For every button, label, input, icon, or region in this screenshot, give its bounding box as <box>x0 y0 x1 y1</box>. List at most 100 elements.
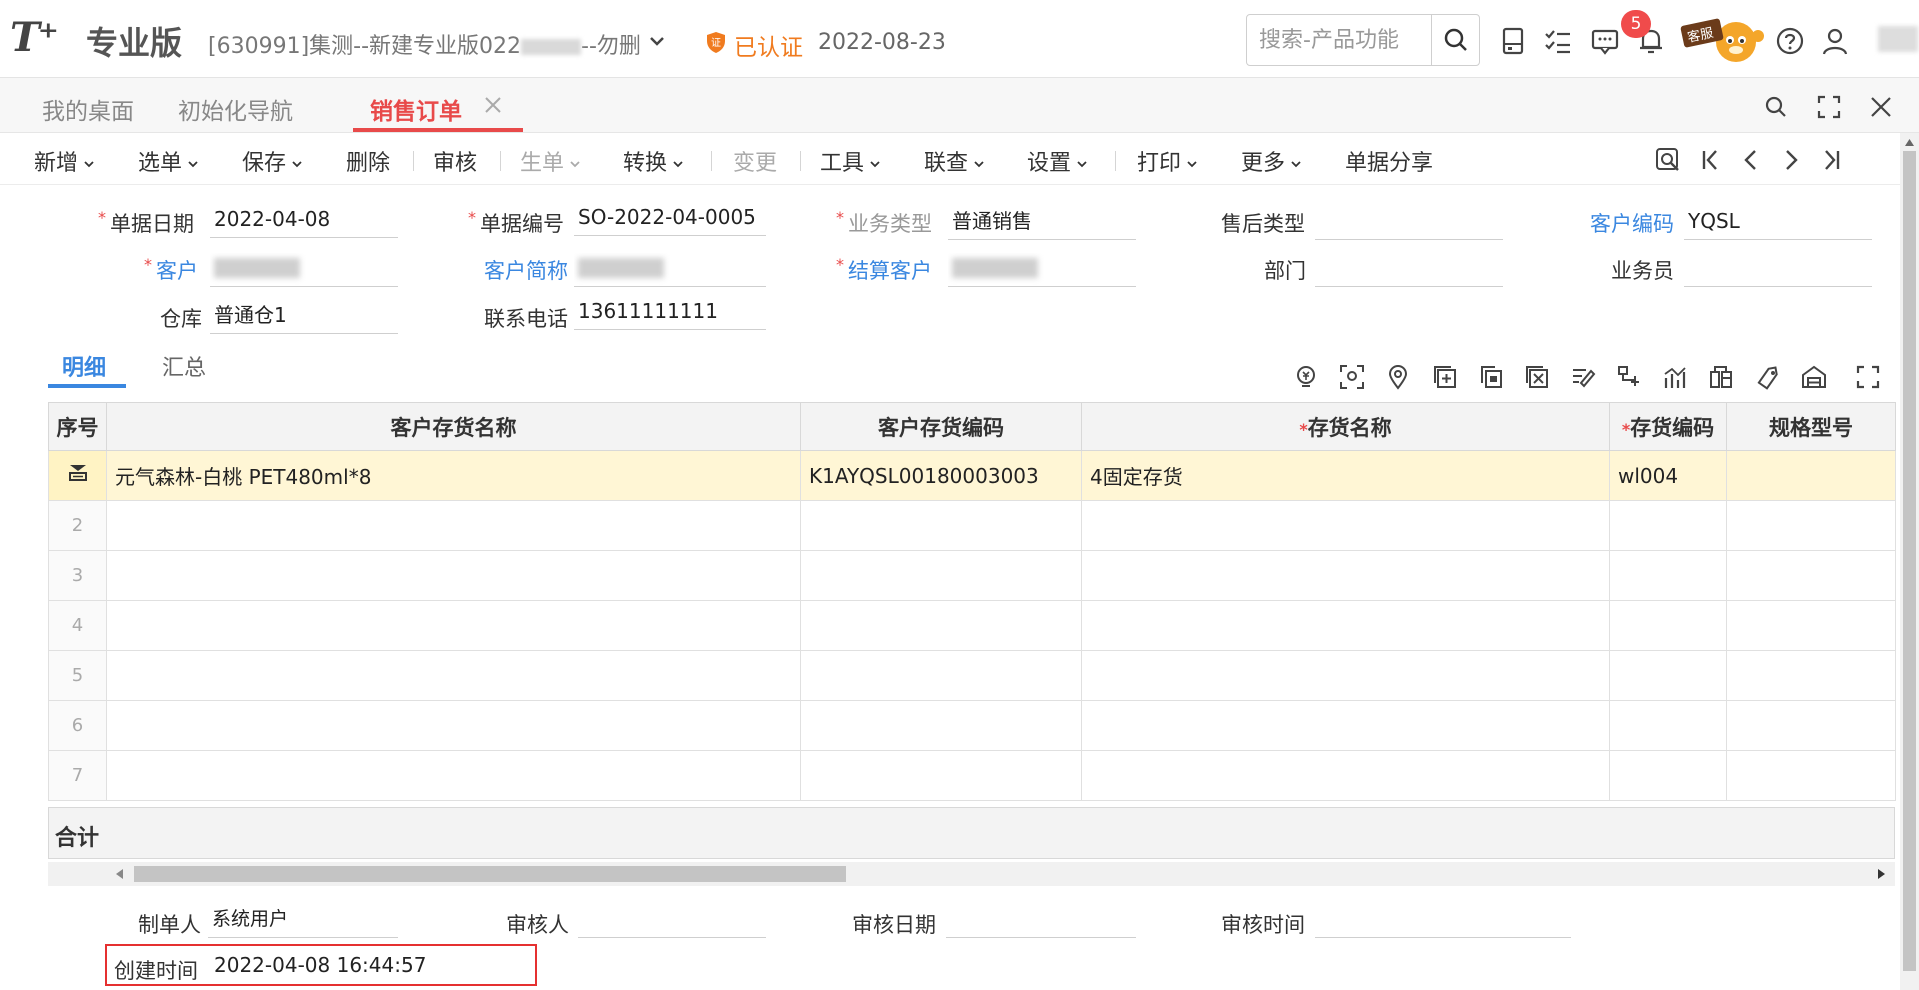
tools-button[interactable]: 工具 <box>820 145 880 177</box>
record-search-icon[interactable] <box>1655 147 1681 173</box>
scrollbar-thumb[interactable] <box>134 866 846 882</box>
audit-time-field[interactable] <box>1315 904 1571 938</box>
add-row-icon[interactable] <box>1432 364 1458 390</box>
share-button[interactable]: 单据分享 <box>1345 151 1434 176</box>
cell-spec[interactable] <box>1726 750 1896 801</box>
cell-item-code[interactable]: wl004 <box>1609 450 1727 501</box>
column-header-item-name[interactable]: *存货名称 <box>1081 402 1610 451</box>
scan-icon[interactable] <box>1339 364 1365 390</box>
settings-button[interactable]: 设置 <box>1027 145 1087 177</box>
row-menu-icon[interactable] <box>67 462 89 484</box>
phone-field[interactable]: 13611111111 <box>574 296 766 330</box>
first-record-icon[interactable] <box>1698 147 1724 173</box>
cell-item-name[interactable] <box>1081 600 1610 651</box>
cell-cust-item-code[interactable] <box>800 600 1082 651</box>
more-button[interactable]: 更多 <box>1241 145 1301 177</box>
customer-short-label[interactable]: 客户简称 <box>484 259 568 283</box>
close-tab-icon[interactable] <box>484 96 502 114</box>
cell-item-name[interactable] <box>1081 700 1610 751</box>
scrollbar-thumb[interactable] <box>1903 151 1916 971</box>
tab-search-icon[interactable] <box>1763 94 1789 120</box>
tag-icon[interactable] <box>1755 364 1781 390</box>
search-input[interactable] <box>1259 25 1429 55</box>
cell-spec[interactable] <box>1726 600 1896 651</box>
edit-row-icon[interactable] <box>1570 364 1596 390</box>
cell-cust-item-code[interactable] <box>800 650 1082 701</box>
audit-date-field[interactable] <box>946 904 1136 938</box>
created-field[interactable]: 2022-04-08 16:44:57 <box>214 953 427 977</box>
warehouse-field[interactable]: 普通仓1 <box>210 300 398 334</box>
select-button[interactable]: 选单 <box>138 145 198 177</box>
chevron-down-icon[interactable] <box>646 30 668 52</box>
column-header-seq[interactable]: 序号 <box>48 402 107 451</box>
department-field[interactable] <box>1315 253 1503 287</box>
settle-customer-field[interactable] <box>948 253 1136 287</box>
column-header-spec[interactable]: 规格型号 <box>1726 402 1896 451</box>
column-header-cust-item-code[interactable]: 客户存货编码 <box>800 402 1082 451</box>
save-button[interactable]: 保存 <box>242 145 302 177</box>
cell-item-name[interactable] <box>1081 750 1610 801</box>
table-row[interactable]: 7 <box>48 750 1896 801</box>
split-icon[interactable] <box>1616 364 1642 390</box>
delete-button[interactable]: 删除 <box>346 151 391 176</box>
message-icon[interactable] <box>1590 26 1620 56</box>
user-icon[interactable] <box>1820 26 1850 56</box>
customer-short-field[interactable] <box>574 253 766 287</box>
cell-cust-item-name[interactable] <box>106 650 801 701</box>
aftersale-field[interactable] <box>1315 206 1503 240</box>
cell-spec[interactable] <box>1726 450 1896 501</box>
previous-record-icon[interactable] <box>1738 147 1764 173</box>
cell-item-code[interactable] <box>1609 750 1727 801</box>
warehouse-icon[interactable] <box>1801 364 1827 390</box>
cell-item-code[interactable] <box>1609 600 1727 651</box>
column-header-cust-item-name[interactable]: 客户存货名称 <box>106 402 801 451</box>
cell-cust-item-name[interactable] <box>106 600 801 651</box>
add-button[interactable]: 新增 <box>34 145 94 177</box>
cell-cust-item-name[interactable] <box>106 500 801 551</box>
grid-fullscreen-icon[interactable] <box>1855 364 1881 390</box>
tab-summary[interactable]: 汇总 <box>162 356 207 381</box>
copy-row-icon[interactable] <box>1478 364 1504 390</box>
cell-item-name[interactable]: 4固定存货 <box>1081 450 1610 501</box>
cell-cust-item-name[interactable] <box>106 750 801 801</box>
query-button[interactable]: 联查 <box>924 145 984 177</box>
customer-label[interactable]: *客户 <box>144 255 198 283</box>
customer-service-mascot-icon[interactable]: 客服 <box>1680 14 1766 66</box>
salesman-field[interactable] <box>1684 253 1872 287</box>
delete-row-icon[interactable] <box>1524 364 1550 390</box>
date-field[interactable]: 2022-04-08 <box>210 204 398 238</box>
last-record-icon[interactable] <box>1818 147 1844 173</box>
generate-button[interactable]: 生单 <box>520 145 580 177</box>
task-list-icon[interactable] <box>1543 26 1573 56</box>
tab-init-guide[interactable]: 初始化导航 <box>178 99 293 125</box>
table-row[interactable]: 5 <box>48 650 1896 701</box>
vertical-scrollbar[interactable] <box>1900 133 1919 990</box>
cell-item-name[interactable] <box>1081 650 1610 701</box>
cell-cust-item-code[interactable]: K1AYQSL00180003003 <box>800 450 1082 501</box>
cell-cust-item-name[interactable]: 元气森林-白桃 PET480ml*8 <box>106 450 801 501</box>
table-row[interactable]: 3 <box>48 550 1896 601</box>
table-row[interactable]: 元气森林-白桃 PET480ml*8 K1AYQSL00180003003 4固… <box>48 450 1896 501</box>
customer-field[interactable] <box>210 253 398 287</box>
maker-field[interactable]: 系统用户 <box>208 904 398 938</box>
cell-cust-item-code[interactable] <box>800 700 1082 751</box>
cell-cust-item-name[interactable] <box>106 550 801 601</box>
cell-cust-item-code[interactable] <box>800 500 1082 551</box>
tab-my-desktop[interactable]: 我的桌面 <box>42 99 134 125</box>
next-record-icon[interactable] <box>1778 147 1804 173</box>
cell-item-code[interactable] <box>1609 700 1727 751</box>
table-row[interactable]: 6 <box>48 700 1896 751</box>
cell-spec[interactable] <box>1726 500 1896 551</box>
biz-type-field[interactable]: 普通销售 <box>948 206 1136 240</box>
cell-item-code[interactable] <box>1609 550 1727 601</box>
scroll-up-icon[interactable] <box>1904 137 1915 147</box>
number-field[interactable]: SO-2022-04-0005 <box>574 202 766 236</box>
cell-item-name[interactable] <box>1081 550 1610 601</box>
batch-icon[interactable] <box>1708 364 1734 390</box>
tab-sales-order[interactable]: 销售订单 <box>370 99 462 125</box>
row-action-cell[interactable] <box>48 450 107 501</box>
cell-spec[interactable] <box>1726 700 1896 751</box>
change-button[interactable]: 变更 <box>733 151 778 176</box>
convert-button[interactable]: 转换 <box>623 145 683 177</box>
customer-code-label[interactable]: 客户编码 <box>1590 212 1674 236</box>
